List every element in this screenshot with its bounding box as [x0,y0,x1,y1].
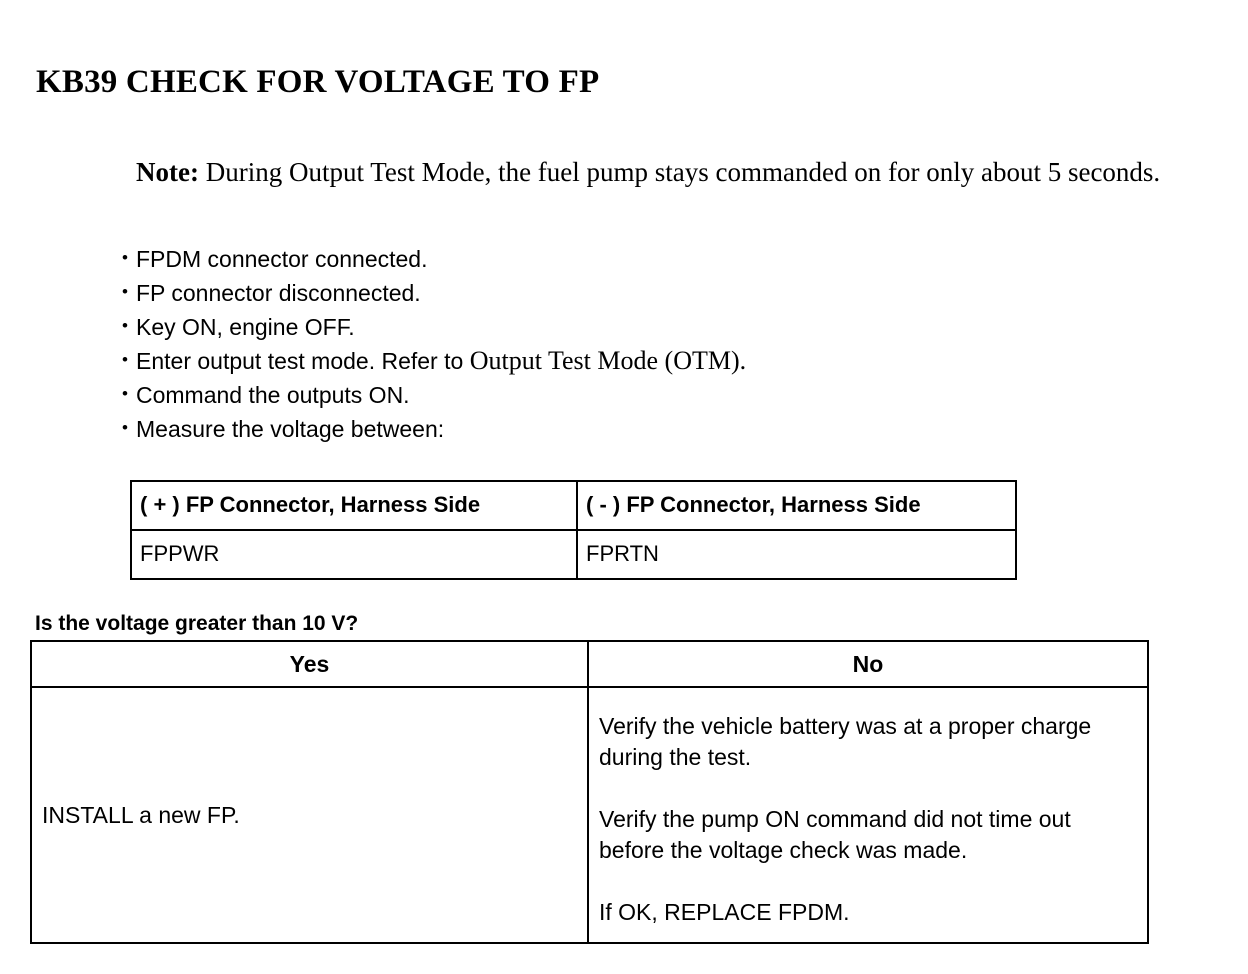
question-prompt: Is the voltage greater than 10 V? [35,612,359,635]
column-header-no: No [587,640,1149,688]
column-header-yes: Yes [30,640,589,688]
step-reference-link[interactable]: Output Test Mode (OTM). [469,346,747,375]
step-text: Enter output test mode. Refer to [136,348,470,374]
table-row: INSTALL a new FP. Verify the vehicle bat… [30,686,1149,944]
step-text: Key ON, engine OFF. [136,314,355,340]
list-item: Measure the voltage between: [122,411,1022,446]
step-text: Measure the voltage between: [136,416,445,442]
note-label: Note: [136,157,199,187]
list-item: FPDM connector connected. [122,241,1022,276]
list-item: Command the outputs ON. [122,377,1022,412]
step-text: Command the outputs ON. [136,382,410,408]
connector-measurement-table: ( + ) FP Connector, Harness Side ( - ) F… [130,480,1017,580]
procedure-step-list: FPDM connector connected. FP connector d… [122,241,1022,446]
no-action-paragraph: Verify the pump ON command did not time … [599,805,1071,863]
note-block: Note: During Output Test Mode, the fuel … [136,153,1182,192]
column-header-negative: ( - ) FP Connector, Harness Side [576,480,1017,531]
list-item: FP connector disconnected. [122,275,1022,310]
decision-table: Yes No INSTALL a new FP. Verify the vehi… [30,640,1149,944]
page-title: KB39 CHECK FOR VOLTAGE TO FP [36,64,600,101]
cell-no-actions: Verify the vehicle battery was at a prop… [587,686,1149,944]
no-action-paragraph: If OK, REPLACE FPDM. [599,898,850,925]
list-item: Key ON, engine OFF. [122,309,1022,344]
cell-negative-pin: FPRTN [576,529,1017,580]
step-text: FP connector disconnected. [136,280,421,306]
table-header-row: ( + ) FP Connector, Harness Side ( - ) F… [130,480,1017,531]
cell-yes-action: INSTALL a new FP. [30,686,589,944]
no-action-paragraph: Verify the vehicle battery was at a prop… [599,712,1092,770]
column-header-positive: ( + ) FP Connector, Harness Side [130,480,578,531]
list-item: Enter output test mode. Refer to Output … [122,343,1022,378]
note-text: During Output Test Mode, the fuel pump s… [198,157,1161,187]
table-row: FPPWR FPRTN [130,529,1017,580]
step-text: FPDM connector connected. [136,246,428,272]
table-header-row: Yes No [30,640,1149,688]
cell-positive-pin: FPPWR [130,529,578,580]
